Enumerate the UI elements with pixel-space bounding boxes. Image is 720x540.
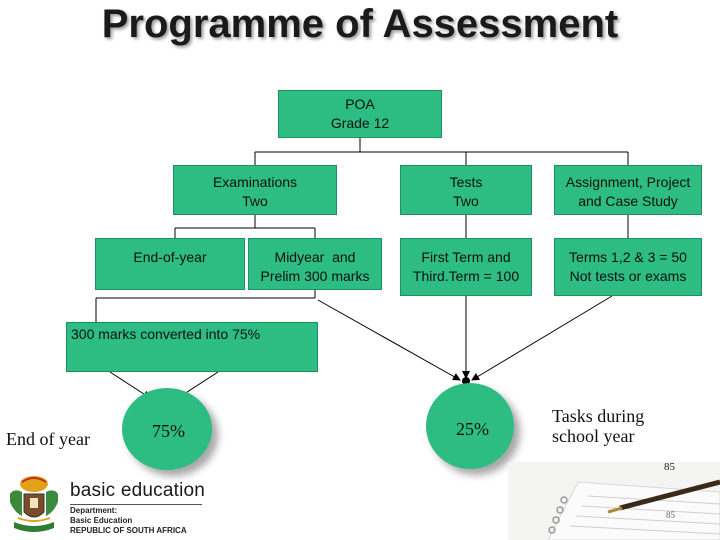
poa-line1: POA (345, 96, 375, 112)
examinations-line1: Examinations (212, 174, 298, 190)
left-percentage-circle (122, 388, 212, 470)
midyear-line2: Prelim 300 marks (260, 268, 370, 284)
dept-line1: Department: (70, 506, 118, 515)
end-of-year-line1: End-of-year (133, 249, 207, 265)
midyear-box: Midyear and Prelim 300 marks (248, 238, 382, 290)
tasks-line1: Tasks during (552, 406, 645, 426)
end-of-year-box: End-of-year (95, 238, 245, 290)
tests-line2: Two (453, 193, 479, 209)
brand-divider (70, 504, 202, 505)
end-of-year-label: End of year (6, 429, 90, 449)
converted-box: 300 marks converted into 75% (66, 322, 318, 372)
dept-line2: Basic Education (70, 516, 133, 525)
terms-line2: Not tests or exams (569, 268, 687, 284)
brand-name: basic education (70, 480, 206, 501)
poa-box: POA Grade 12 (278, 90, 442, 138)
assignment-line2: and Case Study (578, 193, 678, 209)
page-number-small: 85 (666, 510, 675, 520)
first-term-box: First Term and Third.Term = 100 (400, 238, 532, 296)
assignment-line1: Assignment, Project (565, 174, 691, 190)
midyear-line1: Midyear and (274, 249, 356, 265)
dept-line3: REPUBLIC OF SOUTH AFRICA (70, 526, 187, 535)
notebook-pen-image (508, 462, 720, 540)
left-percentage-label: 75% (152, 421, 185, 441)
department-text: Department: Basic Education REPUBLIC OF … (70, 506, 187, 536)
first-term-line2: Third.Term = 100 (412, 268, 520, 284)
page-number: 85 (664, 461, 675, 473)
coat-of-arms-logo (10, 476, 58, 532)
examinations-line2: Two (242, 193, 268, 209)
tests-line1: Tests (449, 174, 483, 190)
converted-line1: 300 marks converted into 75% (71, 326, 261, 342)
page-title: Programme of Assessment (101, 2, 619, 46)
first-term-line1: First Term and (421, 249, 511, 265)
terms-line1: Terms 1,2 & 3 = 50 (569, 249, 687, 265)
tasks-line2: school year (552, 426, 635, 446)
right-percentage-circle (426, 383, 514, 469)
assignment-box: Assignment, Project and Case Study (554, 165, 702, 215)
terms-box: Terms 1,2 & 3 = 50 Not tests or exams (554, 238, 702, 296)
tests-box: Tests Two (400, 165, 532, 215)
tasks-label: Tasks during school year (552, 406, 644, 446)
poa-line2: Grade 12 (330, 115, 390, 131)
right-percentage-label: 25% (456, 419, 489, 439)
examinations-box: Examinations Two (173, 165, 337, 215)
